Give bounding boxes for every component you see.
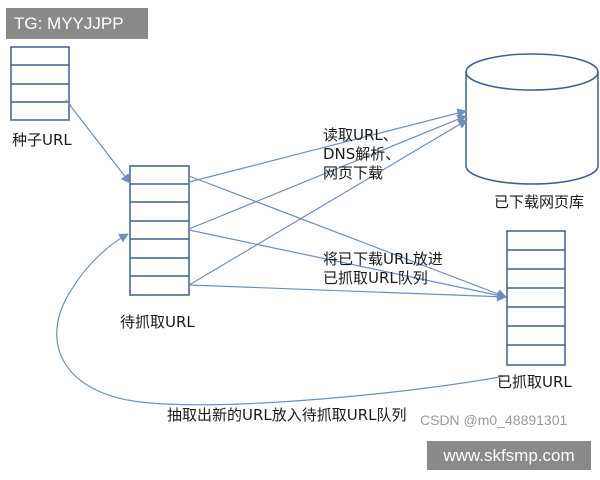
seed-url-queue [10,46,70,121]
watermark-text: CSDN @m0_48891301 [420,412,568,428]
crawled-url-label: 已抓取URL [497,373,572,391]
to-crawl-url-queue [129,165,190,296]
queue-to-db-arrow-2 [188,114,467,230]
queue-to-db-arrow-1 [188,108,467,183]
download-step-label-line1: 读取URL、 [323,126,398,144]
seed-url-label: 种子URL [12,131,72,149]
top-left-badge: TG: MYYJJPP [6,8,148,39]
seed-to-queue-arrow [65,99,131,184]
queue-to-crawled-arrow-3 [188,284,507,302]
queue-to-db-arrow-3 [188,119,468,286]
bottom-right-badge: www.skfsmp.com [427,441,591,470]
downloaded-db-label: 已下载网页库 [494,193,585,211]
queue-to-crawled-arrow-2 [188,229,507,300]
loop-back-arrow [56,233,506,406]
to-crawl-url-label: 待抓取URL [120,313,195,331]
flow-arrows [56,99,507,406]
crawled-url-queue [506,230,566,366]
enqueue-step-label-line2: 已抓取URL队列 [323,269,428,287]
loop-back-label: 抽取出新的URL放入待抓取URL队列 [167,406,407,424]
download-step-label-line3: 网页下载 [323,164,384,182]
enqueue-step-label-line1: 将已下载URL放进 [323,250,443,268]
queue-to-crawled-arrow-1 [188,175,507,299]
download-step-label-line2: DNS解析、 [323,145,401,163]
downloaded-pages-database [465,53,599,185]
